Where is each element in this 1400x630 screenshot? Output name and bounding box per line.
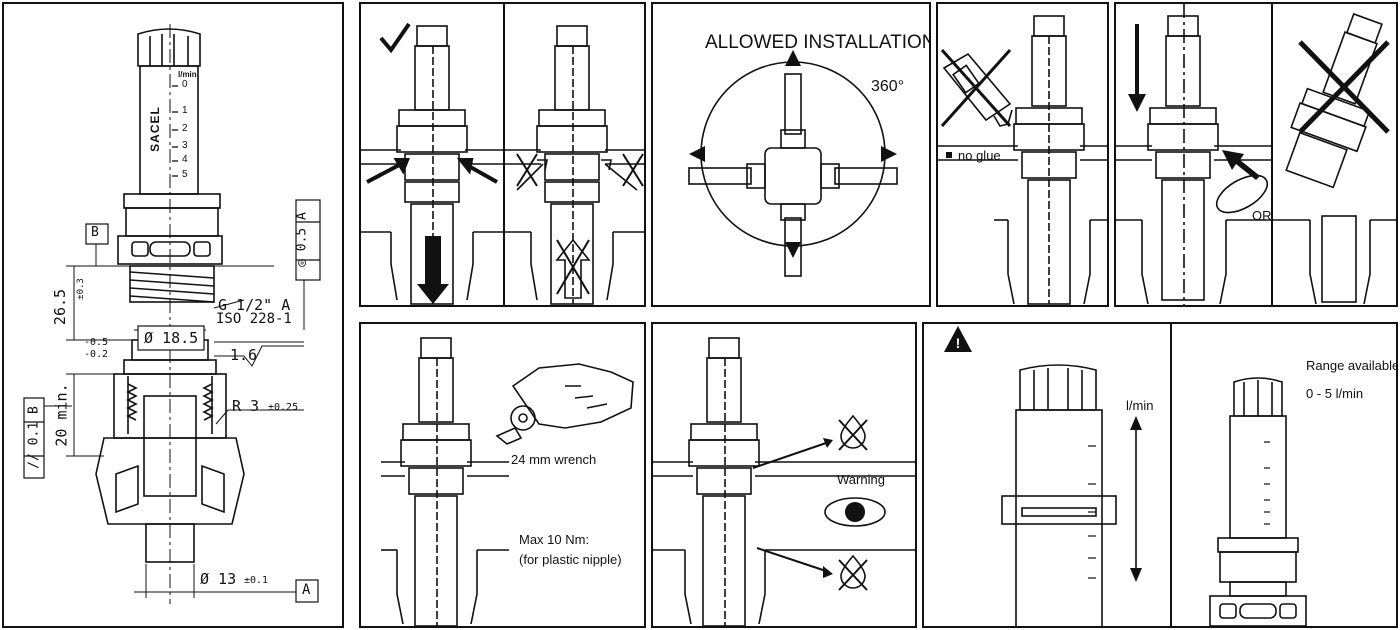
allowed-installation-title: ALLOWED INSTALLATION — [705, 32, 931, 53]
scale-mark-4: 4 — [182, 154, 188, 165]
leak-warning-panel: Warning — [651, 322, 917, 628]
wrench-illustration — [381, 337, 634, 626]
leak-warning-illustration — [653, 337, 915, 626]
wrench-label: 24 mm wrench — [511, 452, 597, 467]
surface-roughness: 1.6 — [230, 346, 258, 364]
tolerance-minus-0-5: -0.5 — [84, 337, 109, 348]
installation-orientation-diagram — [688, 50, 898, 277]
torque-line1: Max 10 Nm: — [519, 532, 590, 547]
range-illustration — [1209, 377, 1307, 626]
dimension-26-5-tolerance: ±0.3 — [75, 278, 86, 300]
brand-logo: SACEL — [147, 106, 162, 152]
radius-dimension: R 3 — [232, 397, 260, 415]
no-glue-illustration — [938, 15, 1107, 305]
dimension-drawing-panel: B ◎ 0.5 A // 0.1 B 26.5 ±0.3 20 min. G 1… — [2, 2, 344, 628]
thread-spec-line2: ISO 228-1 — [216, 311, 292, 327]
no-glue-panel: no glue — [936, 2, 1109, 307]
thread-spec-line1: G 1/2" A — [218, 296, 291, 314]
float-reading-panel: ! l/min — [922, 322, 1172, 628]
checkmark-icon — [379, 22, 411, 54]
allowed-installation-panel: ALLOWED INSTALLATION 360° — [651, 2, 931, 307]
warning-label: Warning — [837, 472, 885, 487]
svg-text:!: ! — [956, 335, 961, 351]
flow-direction-panel — [359, 2, 646, 307]
parallelism-tolerance: // 0.1 B — [26, 406, 42, 469]
scale-mark-2: 2 — [182, 123, 188, 134]
datum-a-label: A — [302, 582, 311, 598]
scale-unit-label: l/min — [178, 70, 197, 79]
dimension-18-5: Ø 18.5 — [144, 329, 199, 347]
or-label: OR — [1252, 208, 1272, 223]
scale-mark-0: 0 — [182, 79, 188, 90]
alignment-illustration — [1116, 4, 1396, 305]
scale-mark-5: 5 — [182, 169, 188, 180]
no-glue-label: no glue — [958, 148, 1001, 163]
dimension-13-tolerance: ±0.1 — [244, 575, 269, 586]
scale-mark-3: 3 — [182, 140, 188, 151]
range-title: Range available: — [1306, 358, 1398, 373]
range-panel: Range available: 0 - 5 l/min — [1170, 322, 1398, 628]
torque-line2: (for plastic nipple) — [519, 552, 622, 567]
alignment-panel: OR — [1114, 2, 1398, 307]
wrench-panel: 24 mm wrench Max 10 Nm: (for plastic nip… — [359, 322, 646, 628]
flowmeter-technical-drawing — [23, 24, 321, 604]
dimension-13: Ø 13 — [200, 570, 237, 588]
flow-unit-label: l/min — [1126, 398, 1154, 413]
dimension-20-min: 20 min. — [52, 383, 71, 447]
warning-triangle-icon — [944, 326, 972, 352]
range-value: 0 - 5 l/min — [1306, 386, 1364, 401]
tolerance-minus-0-2: -0.2 — [84, 349, 109, 360]
flow-direction-illustration — [361, 4, 644, 305]
concentricity-tolerance: ◎ 0.5 A — [294, 212, 310, 267]
datum-b-label: B — [91, 225, 99, 240]
radius-tolerance: ±0.25 — [268, 402, 299, 413]
rotation-label: 360° — [871, 78, 905, 95]
float-reading-illustration: ! — [944, 326, 1142, 626]
scale-mark-1: 1 — [182, 105, 188, 116]
dimension-26-5: 26.5 — [51, 288, 70, 326]
